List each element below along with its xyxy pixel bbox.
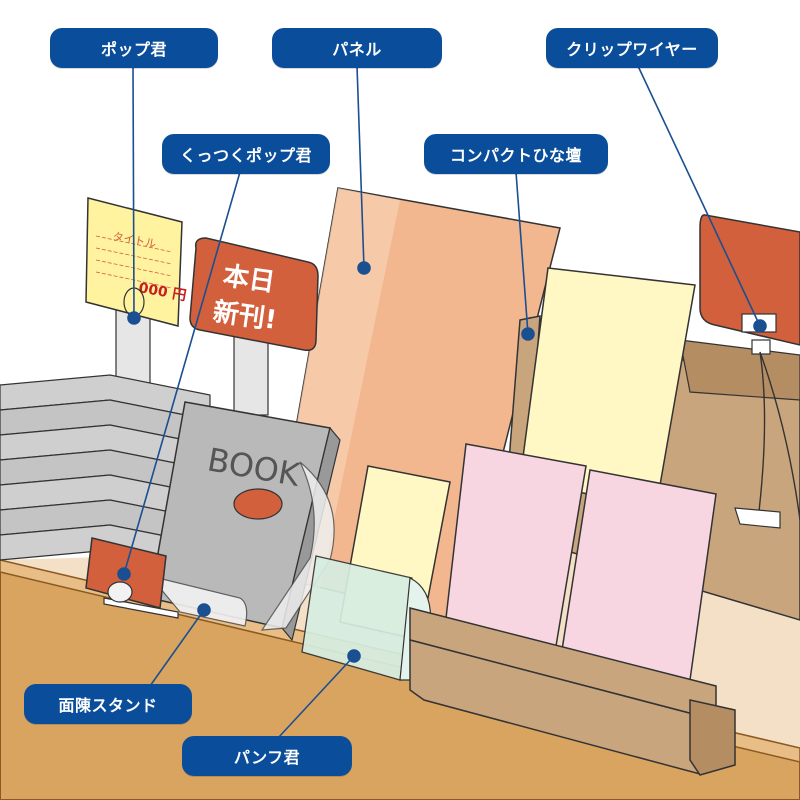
label-menchin-stand: 面陳スタンド: [24, 684, 192, 724]
label-compact-hinadan-text: コンパクトひな壇: [449, 146, 582, 165]
leader-dot-clip-wire: [753, 319, 767, 333]
label-panel-text: パネル: [332, 40, 382, 59]
label-clip-wire: クリップワイヤー: [546, 28, 718, 68]
hinadan-foot: [689, 699, 736, 776]
leader-dot-panf-kun: [347, 649, 361, 663]
leader-dot-pop-kun: [127, 311, 141, 325]
book-emblem: [233, 488, 283, 520]
label-clip-wire-text: クリップワイヤー: [566, 40, 698, 59]
label-panf-kun-text: パンフ君: [233, 748, 301, 767]
label-kuttsuku-pop-kun: くっつくポップ君: [162, 134, 330, 174]
shinkan-stick: [233, 334, 269, 416]
kuttsuku-pop-stand: [103, 597, 179, 619]
leader-panel: [356, 65, 365, 269]
leader-hinadan: [515, 171, 529, 335]
leader-kuttsuku-pop: [123, 171, 241, 575]
label-kuttsuku-pop-kun-text: くっつくポップ君: [179, 146, 312, 165]
leader-dot-panel: [357, 261, 371, 275]
leader-clip-wire: [637, 65, 761, 327]
label-compact-hinadan: コンパクトひな壇: [424, 134, 608, 174]
label-panel: パネル: [272, 28, 442, 68]
shinkan-line-1: 本日: [221, 261, 277, 298]
leader-dot-kuttsuku-pop: [117, 567, 131, 581]
leader-menchin-stand: [149, 609, 205, 687]
leader-pop-kun: [132, 65, 135, 319]
leader-lines: [117, 65, 767, 739]
clip-wire-base: [751, 339, 771, 355]
pink-book-right: [561, 469, 717, 681]
clip-wire-sign: [699, 214, 800, 346]
label-panf-kun: パンフ君: [182, 736, 352, 776]
menchin-stand: [260, 461, 335, 631]
clip-wire-bracket: [734, 507, 781, 529]
leader-panf-kun: [277, 655, 355, 739]
clip-wire-line: [757, 351, 800, 521]
menchin-stand-front: [148, 574, 248, 627]
leader-dot-hinadan: [521, 327, 535, 341]
label-pop-kun-text: ポップ君: [100, 40, 167, 59]
label-menchin-stand-text: 面陳スタンド: [58, 696, 158, 715]
leader-dot-menchin-stand: [197, 603, 211, 617]
label-pop-kun: ポップ君: [50, 28, 218, 68]
kuttsuku-pop-clip: [107, 581, 133, 603]
